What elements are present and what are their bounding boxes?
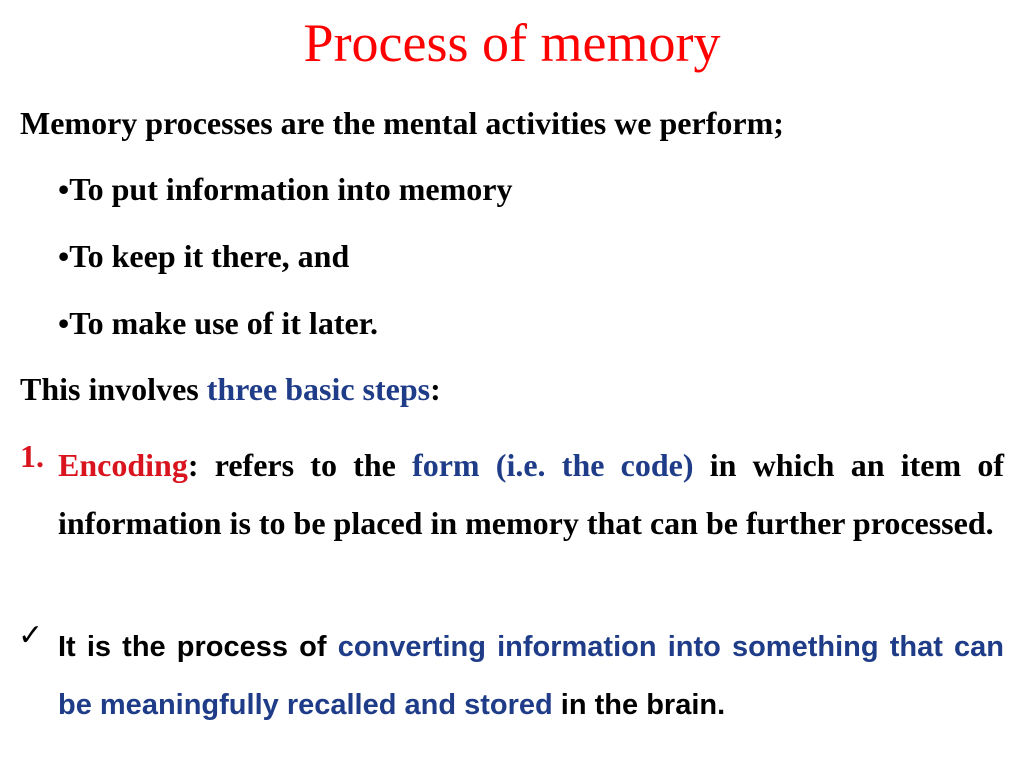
note-highlight: converting information into something th… bbox=[58, 631, 1004, 721]
step-number: 1. bbox=[20, 438, 44, 474]
three-steps-intro: This involves three basic steps: bbox=[20, 369, 441, 409]
encoding-text-a: : refers to the bbox=[187, 447, 413, 483]
note-text-a: It is the process of bbox=[58, 631, 338, 663]
encoding-note: It is the process of converting informat… bbox=[58, 618, 1004, 734]
bullet-item-1: •To put information into memory bbox=[58, 171, 513, 207]
bullet-item-3: •To make use of it later. bbox=[58, 305, 378, 341]
intro-text: Memory processes are the mental activiti… bbox=[20, 105, 784, 141]
encoding-highlight: form (i.e. the code) bbox=[412, 447, 694, 483]
encoding-text-b: in which an item of information is to be… bbox=[58, 447, 1005, 541]
encoding-definition: Encoding: refers to the form (i.e. the c… bbox=[58, 436, 1004, 552]
encoding-term: Encoding bbox=[58, 447, 188, 483]
three-steps-highlight: three basic steps bbox=[206, 371, 431, 407]
involves-prefix: This involves bbox=[20, 371, 207, 407]
bullet-item-2: •To keep it there, and bbox=[58, 238, 350, 274]
note-text-b: in the brain. bbox=[552, 689, 726, 721]
checkmark-icon: ✓ bbox=[18, 618, 44, 653]
involves-suffix: : bbox=[430, 371, 441, 407]
slide-title: Process of memory bbox=[303, 13, 721, 73]
